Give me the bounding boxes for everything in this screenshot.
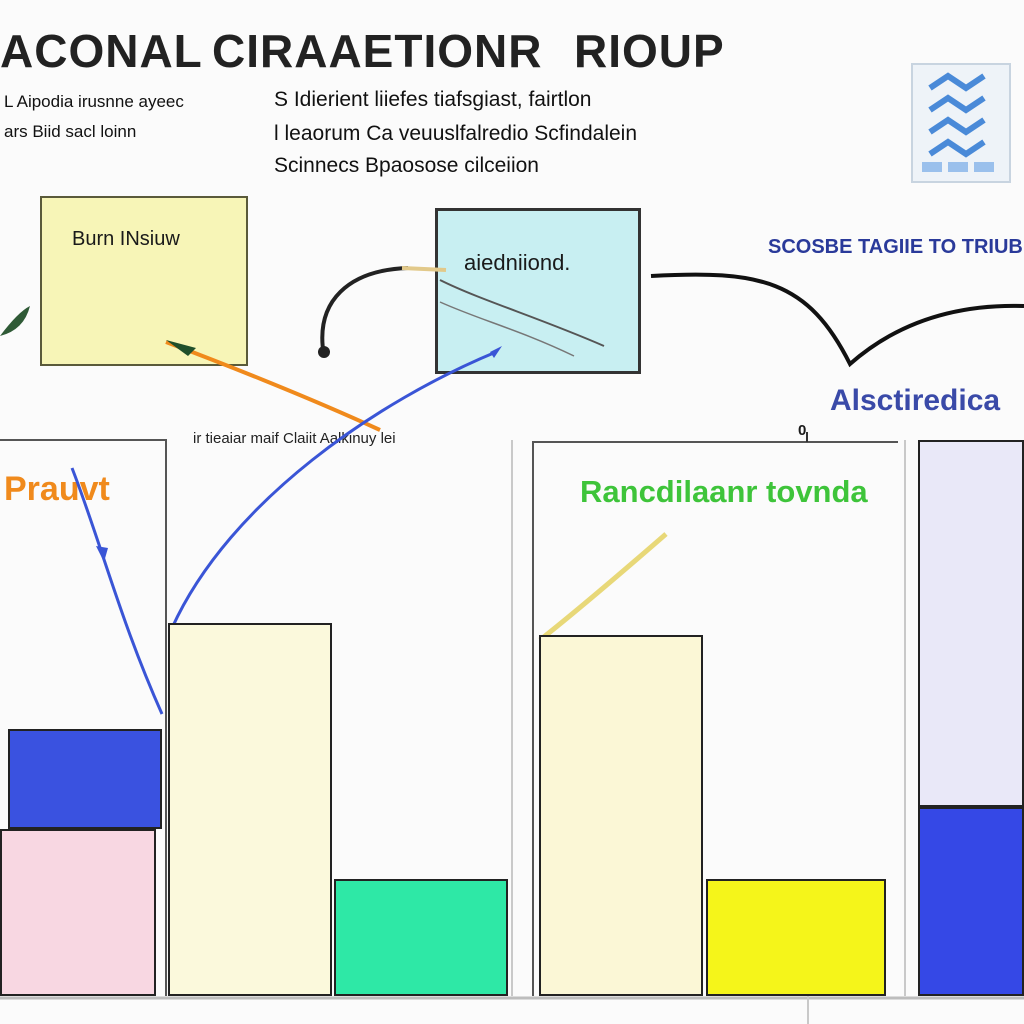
left-chart-title: Prauvt [4, 470, 110, 508]
connector-curve-right [650, 272, 1024, 368]
bar-left-0 [0, 829, 156, 996]
blue-arrow-left-head [96, 546, 108, 562]
process-panel [435, 208, 641, 374]
bar-right-5 [706, 879, 886, 996]
title-middle: CIRAAETIONR [212, 25, 543, 77]
subtitle-left-line2: ars Biid sacl loinn [4, 122, 137, 141]
bar-left-3 [334, 879, 508, 996]
side-subtitle: Alsctiredica [830, 384, 1001, 417]
subtitle-right-line2: l leaorum Ca veuuslfalredio Scfindalein [274, 122, 638, 145]
gold-arrow [538, 532, 668, 642]
note-label: Burn INsiuw [72, 228, 180, 250]
process-panel-label: aiedniiond. [464, 250, 571, 275]
connector-end-dot [318, 346, 330, 358]
connector-curve-left [320, 266, 409, 357]
bar-right-7 [918, 440, 1024, 807]
title-right: RIOUP [574, 25, 725, 77]
chart-middle-caption: ir tieaiar maif Claiit Aalkinuy lei [193, 430, 396, 447]
bar-left-2 [168, 623, 332, 996]
subtitle-right-line3: Scinnecs Bpaosose cilceiion [274, 154, 539, 177]
subtitle-right-line1: S Idierient liiefes tiafsgiast, fairtlon [274, 88, 592, 111]
side-title: SCOSBE TAGIIE TO TRIUB [768, 236, 1023, 258]
page-title: ACONAL CIRAAETIONR RIOUP [0, 24, 1024, 84]
title-left: ACONAL [0, 25, 203, 77]
right-chart-title: Rancdilaanr tovnda [580, 474, 868, 509]
blue-arrow-long [170, 350, 497, 629]
subtitle-left-line1: L Aipodia irusnne ayeec [4, 92, 184, 111]
leaf-icon [0, 306, 30, 336]
bar-right-4 [539, 634, 703, 996]
logo-icon [908, 58, 1014, 188]
note-box [40, 196, 248, 366]
bar-right-6 [918, 806, 1024, 996]
zero-label: 0 [798, 422, 807, 439]
bar-left-1 [8, 729, 162, 830]
